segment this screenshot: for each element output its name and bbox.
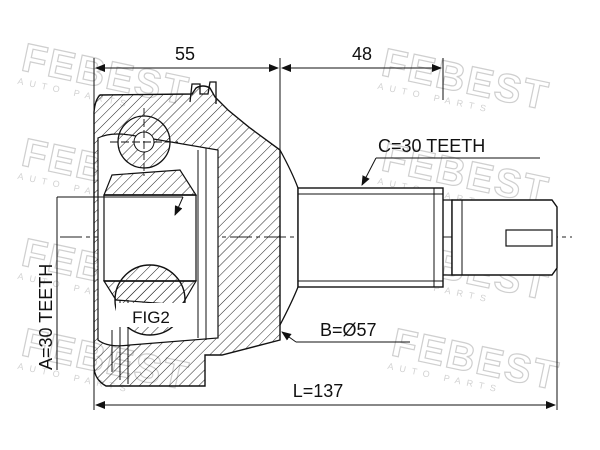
- outer-teeth-callout: C=30 TEETH: [361, 136, 540, 186]
- watermark: FEBEST AUTO PARTS: [377, 40, 554, 120]
- inner-teeth-callout: A=30 TEETH: [36, 196, 184, 370]
- dim-48-label: 48: [352, 44, 372, 64]
- ball-top: [110, 108, 178, 176]
- dim-55-label: 55: [175, 44, 195, 64]
- inner-teeth-label: A=30 TEETH: [36, 264, 56, 370]
- dimension-55: 55: [95, 44, 279, 72]
- fig2-callout: FIG2: [114, 264, 186, 336]
- watermark: FEBEST AUTO PARTS: [387, 320, 564, 400]
- fig2-label: FIG2: [132, 308, 170, 327]
- extension-lines: [93, 58, 558, 410]
- dimension-total: L=137: [95, 381, 556, 409]
- dimension-48: 48: [281, 44, 442, 72]
- outer-teeth-label: C=30 TEETH: [378, 136, 485, 156]
- diameter-label: B=Ø57: [320, 320, 377, 340]
- stub-shaft: [279, 149, 558, 326]
- dim-total-label: L=137: [293, 381, 344, 401]
- diameter-callout: B=Ø57: [281, 320, 410, 343]
